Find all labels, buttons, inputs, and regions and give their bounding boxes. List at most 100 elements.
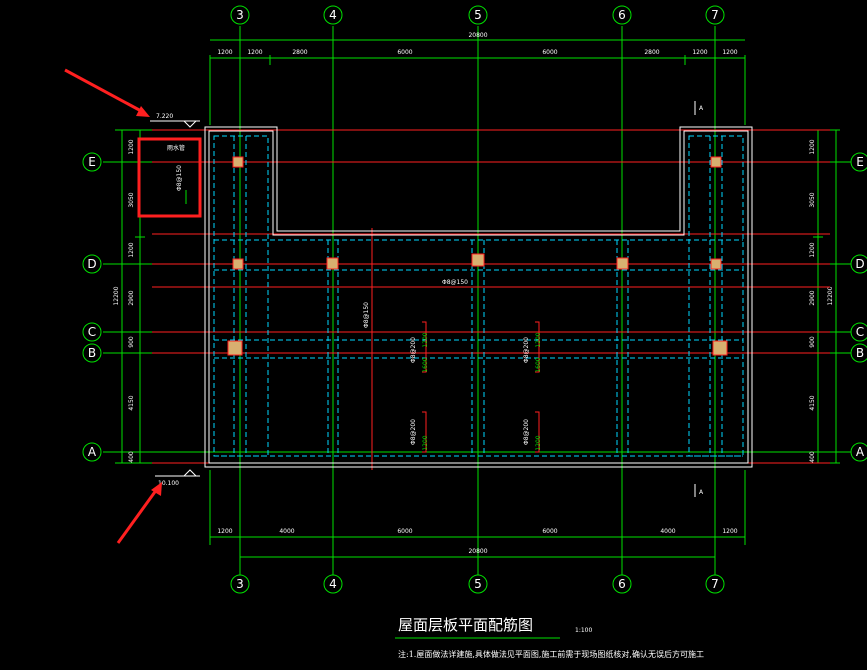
rebar-label: Φ8@200 — [410, 419, 417, 445]
elevation-mark-bottom: 10.100 — [155, 469, 200, 487]
dim-label-total: 12200 — [113, 286, 120, 305]
rebar-labels: Φ8@200 Φ8@200 Φ8@200 Φ8@200 — [410, 337, 530, 445]
dim-label: 4150 — [128, 395, 135, 410]
dim-label: 1200 — [247, 49, 262, 56]
axis-label: 5 — [474, 8, 482, 22]
axis-label: D — [87, 257, 96, 271]
callout-left-small: 雨水管 — [167, 144, 185, 152]
column — [710, 258, 722, 270]
rebar-length: 1600 — [535, 357, 542, 372]
rebar-length: 1200 — [535, 435, 542, 450]
drawing-note: 注:1.屋面做法详建施,具体做法见平面图,施工前需于现场图纸核对,确认无误后方可… — [398, 649, 704, 659]
callout-vertical: Φ8@150 — [363, 302, 370, 328]
bottom-dimensions — [209, 470, 746, 558]
axis-label: A — [856, 445, 865, 459]
rebar-length: 1200 — [422, 435, 429, 450]
axis-label: C — [88, 325, 96, 339]
column — [232, 258, 244, 270]
axis-label: 6 — [618, 577, 626, 591]
dim-label: 6000 — [397, 528, 412, 535]
axis-label: 4 — [329, 8, 337, 22]
axis-label: 3 — [236, 8, 244, 22]
dim-label: 900 — [809, 336, 816, 348]
drawing-title: 屋面层板平面配筋图 — [398, 616, 533, 634]
rebar-label: Φ8@200 — [523, 337, 530, 363]
drawing-scale: 1:100 — [575, 627, 592, 634]
left-dim-labels: 1200 3050 1200 2900 900 4150 400 12200 — [113, 139, 135, 463]
section-mark-top: A — [694, 101, 704, 115]
dim-label: 1200 — [722, 49, 737, 56]
beam-lines — [152, 129, 830, 470]
elevation-bottom: 10.100 — [158, 480, 179, 487]
axis-label: E — [856, 155, 864, 169]
dim-label: 2900 — [128, 290, 135, 305]
dim-label: 1200 — [809, 242, 816, 257]
arrow-bottom-left — [116, 482, 162, 544]
row-axis-bubbles-left: E D C B A — [82, 152, 102, 462]
axis-label: B — [88, 346, 96, 360]
dim-label: 1200 — [809, 139, 816, 154]
dim-label: 3050 — [128, 192, 135, 207]
axis-label: E — [88, 155, 96, 169]
dim-label: 400 — [809, 451, 816, 463]
rebar-length: 1200 — [422, 332, 429, 347]
dim-label: 1200 — [217, 49, 232, 56]
dim-label-total: 12200 — [827, 286, 834, 305]
dim-label: 1200 — [692, 49, 707, 56]
axis-label: 3 — [236, 577, 244, 591]
column — [616, 257, 629, 270]
top-dimensions — [209, 39, 746, 125]
rebar-green-values: 1200 1600 1200 1600 1200 1200 — [422, 332, 542, 450]
section-label: A — [699, 105, 704, 112]
dim-label: 3050 — [809, 192, 816, 207]
rebar-length: 1200 — [535, 332, 542, 347]
dim-label: 1200 — [128, 139, 135, 154]
dim-label: 1200 — [722, 528, 737, 535]
axis-label: C — [856, 325, 864, 339]
overall-dim-top: 20800 — [468, 32, 487, 39]
elevation-top: 7.220 — [156, 113, 173, 120]
rebar-brackets — [422, 321, 540, 453]
dim-label: 6000 — [397, 49, 412, 56]
column-axis-bubbles-bottom: 3 4 5 6 7 — [230, 574, 725, 594]
arrow-top-left — [64, 68, 150, 117]
axis-label: 7 — [711, 577, 719, 591]
section-mark-bottom: A — [694, 484, 704, 497]
axis-label: B — [856, 346, 864, 360]
rebar-label: Φ8@200 — [523, 419, 530, 445]
dim-label: 4000 — [660, 528, 675, 535]
right-dim-labels: 1200 3050 1200 2900 900 4150 400 12200 — [809, 139, 834, 463]
column — [227, 340, 243, 356]
callout-left-vertical: Φ8@150 — [176, 165, 183, 191]
column — [232, 156, 244, 168]
axis-label: 4 — [329, 577, 337, 591]
rebar-label: Φ8@200 — [410, 337, 417, 363]
axis-label: 5 — [474, 577, 482, 591]
dim-label: 6000 — [542, 49, 557, 56]
section-label: A — [699, 489, 704, 496]
dim-label: 2800 — [292, 49, 307, 56]
axis-label: A — [88, 445, 97, 459]
callout-main: Φ8@150 — [442, 279, 468, 286]
axis-label: 6 — [618, 8, 626, 22]
dim-label: 900 — [128, 336, 135, 348]
rebar-length: 1600 — [422, 357, 429, 372]
axis-label: 7 — [711, 8, 719, 22]
bottom-segment-labels: 1200 4000 6000 6000 4000 1200 — [217, 528, 737, 535]
elevation-mark-top: 7.220 — [150, 113, 200, 128]
highlight-box — [137, 137, 202, 218]
dim-label: 400 — [128, 451, 135, 463]
dim-label: 6000 — [542, 528, 557, 535]
column — [710, 156, 722, 168]
dim-label: 4000 — [279, 528, 294, 535]
vertical-grid-lines — [239, 26, 716, 575]
dim-label: 2900 — [809, 290, 816, 305]
dim-label: 1200 — [217, 528, 232, 535]
column — [471, 253, 485, 267]
slab-outline — [204, 126, 753, 468]
columns — [227, 156, 728, 356]
column — [326, 257, 339, 270]
column-axis-bubbles-top: 3 4 5 6 7 — [230, 5, 725, 25]
dashed-beams — [213, 135, 744, 457]
